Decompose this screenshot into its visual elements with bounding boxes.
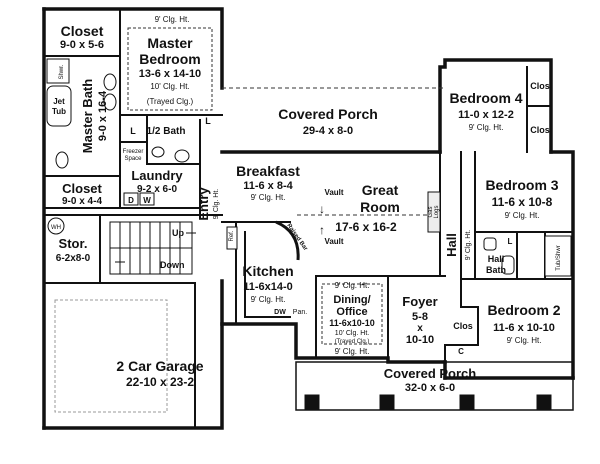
master-tray-outline (127, 27, 213, 111)
master-name1: Master (147, 35, 193, 51)
vault-arrow-up: ↑ (319, 223, 325, 237)
storage-dims: 6-2x8-0 (56, 253, 91, 264)
front-porch-dims: 32-0 x 6-0 (405, 382, 455, 394)
dining-note: (Trayed Clg.) (335, 339, 370, 345)
great-room-name2: Room (360, 199, 400, 215)
vault-arrow-down: ↓ (319, 202, 325, 216)
hall-bath-name2: Bath (486, 265, 506, 275)
master-clg-top: 9' Clg. Ht. (155, 15, 190, 24)
l-label-2: L (205, 116, 211, 126)
pantry-label: Pan. (293, 309, 307, 316)
master-clg: 10' Clg. Ht. (150, 82, 189, 91)
stairs (109, 221, 196, 275)
interior-walls (43, 8, 574, 429)
bedroom4-name: Bedroom 4 (449, 90, 522, 106)
bedroom2-clg: 9' Clg. Ht. (507, 336, 542, 345)
entry-clg: 9' Clg. Ht. (213, 189, 220, 220)
clos-a: Clos (530, 81, 550, 91)
shower-label: Shwr. (59, 64, 65, 79)
jet-tub-name1: Jet (53, 97, 65, 106)
bedroom3-clg: 9' Clg. Ht. (505, 211, 540, 220)
master-bath-name: Master Bath (80, 79, 95, 153)
hall-bath-name1: Hall (488, 254, 505, 264)
half-bath-name: 1/2 Bath (147, 126, 186, 137)
gas-logs-name2: Logs (434, 205, 440, 218)
closet2-name: Closet (62, 181, 102, 196)
tub-shwr-label: Tub/Shwr (556, 245, 562, 270)
raised-bar-curve (275, 220, 300, 261)
dining-dims: 11-6x10-10 (329, 318, 375, 328)
bedroom3-dims: 11-6 x 10-8 (492, 195, 553, 209)
entry-name: Entry (196, 187, 211, 221)
fixtures (46, 58, 572, 277)
vault-bottom: Vault (324, 237, 343, 246)
master-note: (Trayed Clg.) (147, 97, 194, 106)
freezer-name1: Freezer (123, 149, 144, 155)
hall-name: Hall (444, 233, 459, 257)
clos-b: Clos (530, 125, 550, 135)
kitchen-clg: 9' Clg. Ht. (251, 295, 286, 304)
master-dims: 13-6 x 14-10 (139, 68, 201, 80)
freezer-name2: Space (124, 156, 142, 162)
master-bath-dims: 9-0 x 16-4 (97, 90, 109, 141)
laundry-dims: 9-2 x 6-0 (137, 184, 177, 195)
stairs-up: Up (172, 228, 184, 238)
breakfast-dims: 11-6 x 8-4 (243, 180, 293, 192)
jet-tub-name2: Tub (52, 107, 66, 116)
breakfast-name: Breakfast (236, 163, 300, 179)
vault-top: Vault (324, 188, 343, 197)
dining-clg-bottom: 9' Clg. Ht. (335, 347, 370, 356)
dining-clg: 10' Clg. Ht. (335, 330, 369, 337)
bedroom3-name: Bedroom 3 (485, 177, 558, 193)
foyer-name: Foyer (402, 294, 437, 309)
rear-porch-dims: 29-4 x 8-0 (303, 125, 353, 137)
closet1-name: Closet (61, 23, 104, 39)
gas-logs-name1: Gas (428, 206, 434, 217)
bedroom2-dims: 11-6 x 10-10 (493, 322, 555, 334)
washer-label: W (143, 196, 151, 205)
clos-c: Clos (453, 321, 473, 331)
dining-name2: Office (336, 306, 367, 318)
kitchen-name: Kitchen (242, 263, 293, 279)
closet1-dims: 9-0 x 5-6 (60, 39, 104, 51)
dining-tray-outline (321, 283, 383, 345)
great-room-dims: 17-6 x 16-2 (335, 220, 397, 234)
c-small: C (458, 347, 464, 356)
l-label-1: L (130, 126, 136, 136)
stairs-down: Down (160, 260, 185, 270)
dining-name1: Dining/ (333, 294, 370, 306)
l-label-3: L (508, 237, 513, 246)
garage-name: 2 Car Garage (116, 358, 203, 374)
closet2-dims: 9-0 x 4-4 (62, 196, 102, 207)
foyer-d2: 10-10 (406, 334, 434, 346)
front-porch-name: Covered Porch (384, 366, 477, 381)
storage-name: Stor. (59, 236, 88, 251)
water-heater: WH (51, 225, 61, 231)
dryer-label: D (128, 196, 134, 205)
bedroom4-dims: 11-0 x 12-2 (458, 109, 514, 121)
dishwasher-label: DW (274, 309, 286, 316)
walls (42, 7, 575, 430)
great-room-name1: Great (362, 182, 399, 198)
hall-clg: 9' Clg. Ht. (465, 230, 472, 261)
foyer-d1: 5-8 (412, 311, 428, 323)
ref-label: Ref. (229, 230, 235, 241)
kitchen-dims: 11-6x14-0 (243, 281, 293, 293)
front-porch (295, 361, 574, 411)
bedroom4-clg: 9' Clg. Ht. (469, 123, 504, 132)
dining-clg-top: 9' Clg. Ht. (335, 281, 370, 290)
laundry-name: Laundry (131, 168, 183, 183)
master-name2: Bedroom (139, 51, 200, 67)
garage-hatch (54, 299, 168, 413)
rear-porch-name: Covered Porch (278, 106, 378, 122)
bedroom2-name: Bedroom 2 (487, 302, 560, 318)
foyer-x: x (417, 323, 423, 334)
garage-dims: 22-10 x 23-2 (126, 375, 194, 389)
breakfast-clg: 9' Clg. Ht. (251, 193, 286, 202)
